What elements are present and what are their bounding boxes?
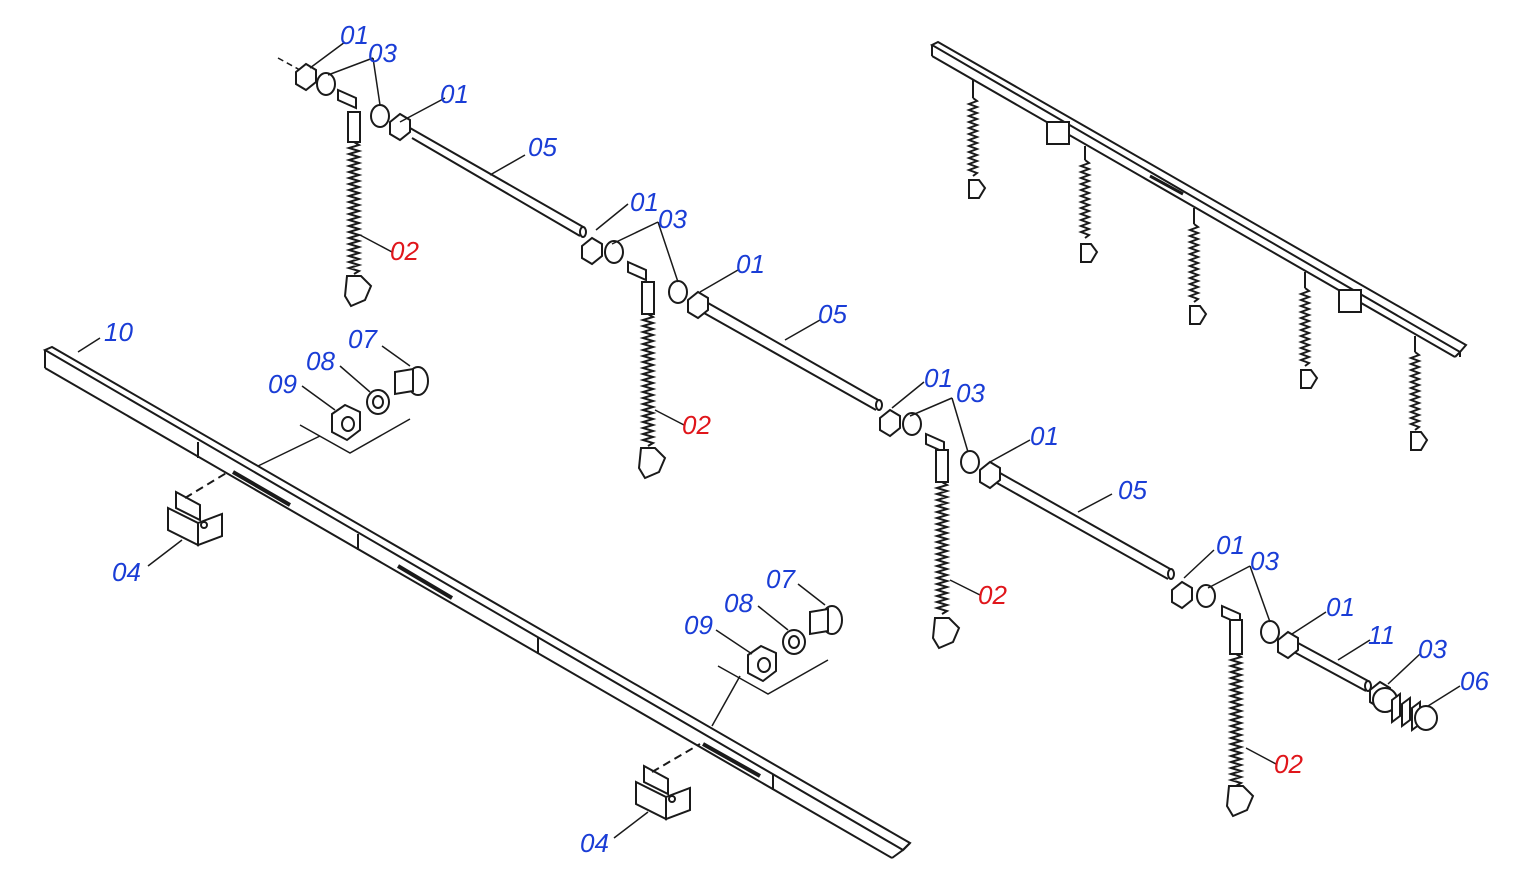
label-part-01: 01 <box>1326 592 1355 622</box>
nozzle-assembly-b <box>581 236 709 480</box>
label-part-10: 10 <box>104 317 133 347</box>
overview-nozzle-4 <box>1298 272 1319 389</box>
label-part-05: 05 <box>1118 475 1147 505</box>
label-part-01: 01 <box>736 249 765 279</box>
label-part-04: 04 <box>112 557 141 587</box>
label-part-02: 02 <box>682 410 711 440</box>
label-part-09: 09 <box>268 369 297 399</box>
nozzle-assembly-a <box>277 57 411 308</box>
bracket-04-right <box>635 743 701 821</box>
label-part-08: 08 <box>306 346 335 376</box>
bolt-set-upper <box>257 366 429 467</box>
bracket-04-left <box>167 471 229 547</box>
assembled-boom-overview <box>929 40 1468 451</box>
nozzle-assembly-d <box>1171 580 1438 818</box>
label-part-05: 05 <box>818 299 847 329</box>
label-part-07: 07 <box>348 324 378 354</box>
overview-nozzle-3 <box>1187 208 1208 325</box>
label-part-02: 02 <box>1274 749 1303 779</box>
overview-nozzle-5 <box>1408 336 1429 451</box>
label-part-01: 01 <box>440 79 469 109</box>
label-part-01: 01 <box>1030 421 1059 451</box>
overview-nozzle-1 <box>966 80 987 199</box>
part-labels: 01 03 01 05 02 01 03 01 05 02 01 03 01 0… <box>104 20 1489 858</box>
label-part-03: 03 <box>956 378 985 408</box>
nozzle-assembly-c <box>879 408 1001 650</box>
label-part-11: 11 <box>1368 620 1395 650</box>
pipe-05-c <box>996 472 1175 580</box>
label-part-01: 01 <box>340 20 369 50</box>
bolt-set-lower <box>711 605 843 727</box>
label-part-01: 01 <box>924 363 953 393</box>
pipe-05-a <box>409 127 587 238</box>
label-part-07: 07 <box>766 564 796 594</box>
label-part-04: 04 <box>580 828 609 858</box>
rail-10 <box>42 345 912 859</box>
label-part-02: 02 <box>390 236 419 266</box>
leader-lines <box>77 41 1461 839</box>
pipe-05-b <box>703 302 883 411</box>
label-part-08: 08 <box>724 588 753 618</box>
label-part-01: 01 <box>630 187 659 217</box>
label-part-03: 03 <box>658 204 687 234</box>
label-part-03: 03 <box>1250 546 1279 576</box>
pipe-11 <box>1293 642 1372 692</box>
label-part-01: 01 <box>1216 530 1245 560</box>
overview-nozzle-2 <box>1078 146 1099 263</box>
label-part-09: 09 <box>684 610 713 640</box>
label-part-03: 03 <box>1418 634 1447 664</box>
label-part-05: 05 <box>528 132 557 162</box>
label-part-02: 02 <box>978 580 1007 610</box>
label-part-06: 06 <box>1460 666 1489 696</box>
label-part-03: 03 <box>368 38 397 68</box>
